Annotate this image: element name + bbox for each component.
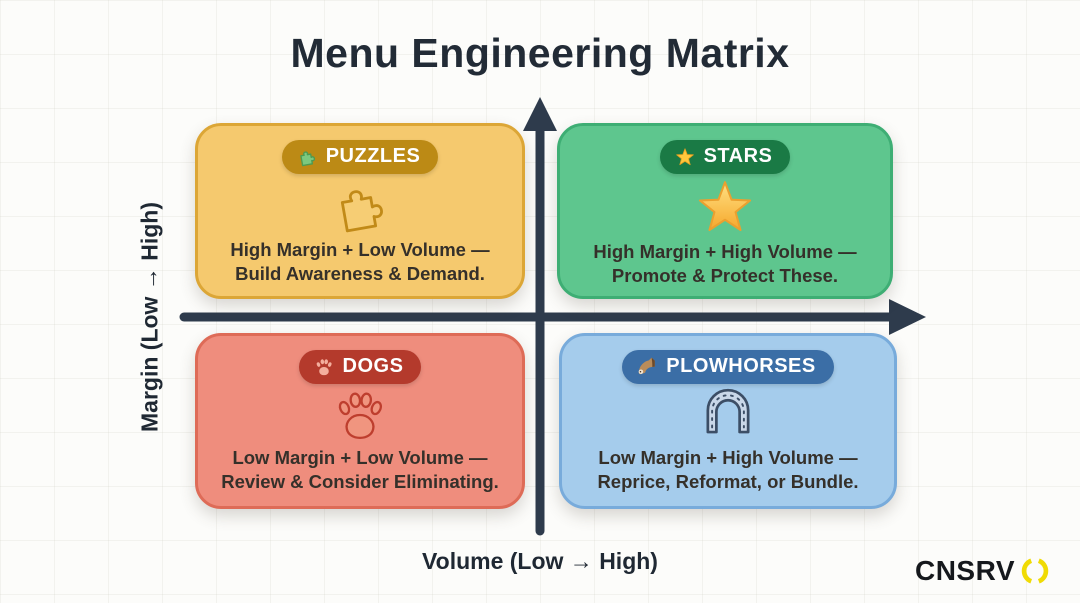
dogs-badge: DOGS <box>298 350 422 384</box>
badge-label: DOGS <box>342 355 404 377</box>
paw-print-icon <box>326 384 394 446</box>
y-axis-arrow <box>523 97 557 536</box>
stars-badge: STARS <box>659 140 791 174</box>
brand-ring-icon <box>1020 556 1050 586</box>
quadrant-dogs: DOGS Low Margin + Low Volume — Review & … <box>195 333 525 509</box>
badge-label: PLOWHORSES <box>666 355 816 377</box>
quadrant-description: High Margin + High Volume — Promote & Pr… <box>593 241 857 287</box>
quadrant-description: High Margin + Low Volume — Build Awarene… <box>230 239 490 285</box>
x-axis-label: Volume (Low → High) <box>422 548 658 574</box>
quadrant-stars: STARS High Margin + High Volume — Promot… <box>557 123 893 299</box>
x-axis-arrow <box>179 299 926 335</box>
y-axis-label: Margin (Low → High) <box>136 202 163 432</box>
quadrant-description: Low Margin + Low Volume — Review & Consi… <box>221 447 499 493</box>
paw-emoji-icon <box>313 356 335 378</box>
quadrant-puzzles: PUZZLES High Margin + Low Volume — Build… <box>195 123 525 299</box>
horse-emoji-icon <box>636 356 658 378</box>
star-emoji-icon <box>674 146 696 168</box>
puzzle-piece-icon <box>324 174 396 238</box>
quadrant-description: Low Margin + High Volume — Reprice, Refo… <box>597 447 859 493</box>
puzzle-emoji-icon <box>296 146 318 168</box>
horseshoe-icon <box>695 384 761 446</box>
quadrant-plowhorses: PLOWHORSES Low Margin + High Volume — Re… <box>559 333 897 509</box>
plowhorses-badge: PLOWHORSES <box>622 350 834 384</box>
brand-logo-text: CNSRV <box>914 555 1015 586</box>
puzzles-badge: PUZZLES <box>281 140 439 174</box>
page-title: Menu Engineering Matrix <box>290 30 790 76</box>
badge-label: PUZZLES <box>325 145 421 167</box>
badge-label: STARS <box>703 145 773 167</box>
brand-logo: CNSRV <box>915 555 1050 587</box>
star-icon <box>690 174 760 240</box>
